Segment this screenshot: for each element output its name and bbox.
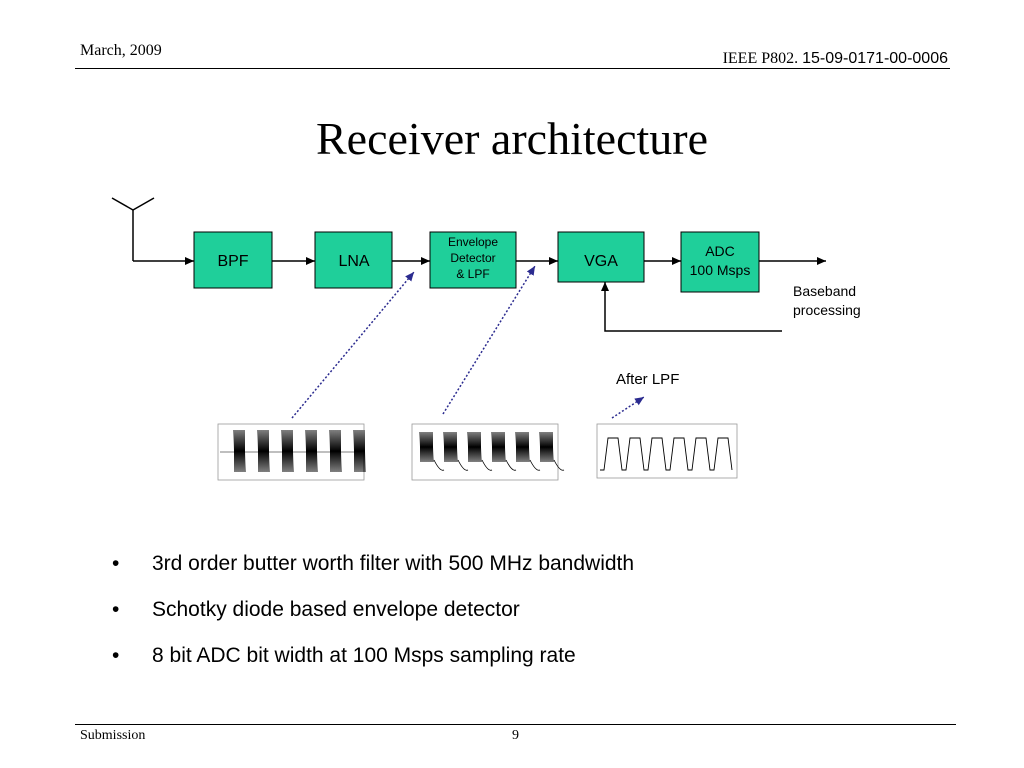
feedback-line	[601, 282, 782, 332]
adc-label-2: 100 Msps	[690, 262, 751, 278]
doc-prefix: IEEE P802.	[722, 50, 799, 67]
bullet-item: •Schotky diode based envelope detector	[112, 598, 520, 621]
document-id: IEEE P802. 15-09-0171-00-0006	[723, 50, 948, 68]
pointer-arrow-lna	[291, 271, 415, 419]
waveform-plot-envelope	[411, 423, 565, 481]
header-rule	[75, 68, 950, 69]
envelope-label-3: & LPF	[456, 267, 489, 281]
pointer-arrow-envelope	[442, 265, 536, 415]
lna-label: LNA	[338, 253, 369, 270]
envelope-detector-block: Envelope Detector & LPF	[429, 231, 517, 289]
bpf-block: BPF	[193, 231, 273, 289]
envelope-label-2: Detector	[450, 251, 495, 265]
footer-submission: Submission	[80, 728, 146, 743]
bullet-item: •8 bit ADC bit width at 100 Msps samplin…	[112, 644, 576, 667]
bullet-item: •3rd order butter worth filter with 500 …	[112, 552, 635, 575]
envelope-label-1: Envelope	[448, 235, 498, 249]
bpf-label: BPF	[217, 253, 248, 270]
after-lpf-label: After LPF	[616, 371, 679, 388]
pointer-arrow-after-lpf	[611, 396, 645, 419]
waveform-plot-rf	[217, 423, 366, 481]
header-date: March, 2009	[80, 42, 162, 59]
slide-title: Receiver architecture	[315, 113, 708, 164]
page-number: 9	[512, 728, 519, 743]
waveform-plot-after-lpf	[596, 423, 738, 479]
baseband-label-2: processing	[793, 302, 861, 318]
antenna-icon	[111, 197, 155, 261]
vga-label: VGA	[584, 253, 618, 270]
baseband-label-1: Baseband	[793, 283, 856, 299]
doc-number: 15-09-0171-00-0006	[802, 50, 948, 67]
bullet-list: •3rd order butter worth filter with 500 …	[112, 552, 634, 690]
vga-block: VGA	[557, 231, 645, 283]
lna-block: LNA	[314, 231, 393, 289]
footer-rule	[75, 724, 956, 725]
adc-block: ADC 100 Msps	[680, 231, 760, 293]
adc-label-1: ADC	[705, 243, 735, 259]
